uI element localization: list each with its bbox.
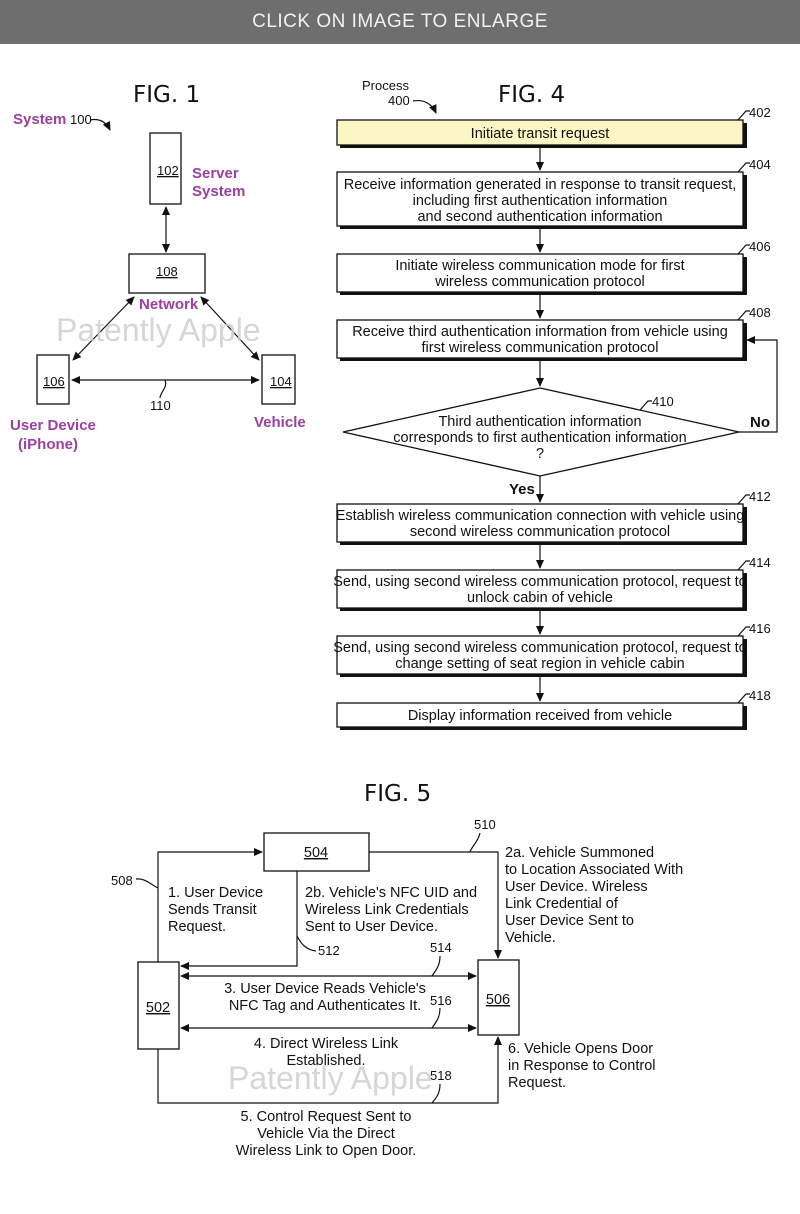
- ref-518: 518: [430, 1068, 452, 1083]
- network-label: Network: [139, 296, 199, 313]
- fig4: FIG. 4 Process 400 Initiate transit requ…: [333, 78, 778, 730]
- decision-line-1: Third authentication information: [438, 414, 641, 430]
- step2a-line-3: User Device. Wireless: [505, 879, 648, 895]
- step2b-line-3: Sent to User Device.: [305, 919, 438, 935]
- step-404-line-1: Receive information generated in respons…: [344, 177, 737, 193]
- step2a-line-4: Link Credential of: [505, 896, 619, 912]
- step-406-ref: 406: [749, 239, 771, 254]
- step-408-ref: 408: [749, 305, 771, 320]
- fig5: FIG. 5 504 502 506 508 510 512 514 516 5: [111, 781, 683, 1159]
- step2a-line-6: Vehicle.: [505, 930, 556, 946]
- link-ref: 110: [150, 398, 171, 413]
- step-404-line-2: including first authentication informati…: [413, 193, 668, 209]
- node-502-ref: 502: [146, 1000, 170, 1016]
- decision-line-3: ?: [536, 446, 544, 462]
- vehicle-ref: 104: [270, 374, 292, 389]
- step-418-text: Display information received from vehicl…: [408, 708, 672, 724]
- step-406-line-2: wireless communication protocol: [434, 274, 645, 290]
- node-506: [477, 959, 520, 1036]
- user-label-2: (iPhone): [18, 436, 78, 453]
- step-412-line-1: Establish wireless communication connect…: [336, 508, 745, 524]
- step6-line-3: Request.: [508, 1075, 566, 1091]
- vehicle-node: [261, 354, 296, 405]
- fig4-title: FIG. 4: [498, 82, 565, 108]
- server-node: [149, 132, 182, 205]
- ref-516: 516: [430, 993, 452, 1008]
- network-ref: 108: [156, 264, 178, 279]
- step-412-box: [336, 503, 744, 543]
- step-416-line-2: change setting of seat region in vehicle…: [395, 656, 684, 672]
- step-418-ref: 418: [749, 688, 771, 703]
- step-418-box: [336, 702, 744, 728]
- ref-510: 510: [474, 817, 496, 832]
- step2a-line-1: 2a. Vehicle Summoned: [505, 845, 654, 861]
- step-404-box: [336, 171, 744, 227]
- watermark-1: Patently Apple: [56, 312, 261, 348]
- step5-line-3: Wireless Link to Open Door.: [236, 1143, 417, 1159]
- step1-line-1: 1. User Device: [168, 885, 263, 901]
- step4-line-1: 4. Direct Wireless Link: [254, 1036, 399, 1052]
- step-402-box: [336, 119, 744, 146]
- network-node: [128, 253, 206, 294]
- decision-line-2: corresponds to first authentication info…: [393, 430, 686, 446]
- step2a-line-5: User Device Sent to: [505, 913, 634, 929]
- step-406-line-1: Initiate wireless communication mode for…: [395, 258, 684, 274]
- step-408-line-1: Receive third authentication information…: [352, 324, 728, 340]
- decision-yes: Yes: [509, 481, 535, 498]
- step-414-line-2: unlock cabin of vehicle: [467, 590, 613, 606]
- step-414-ref: 414: [749, 555, 771, 570]
- server-label-1: Server: [192, 165, 239, 182]
- step3-line-2: NFC Tag and Authenticates It.: [229, 998, 421, 1014]
- step-404-ref: 404: [749, 157, 771, 172]
- step4-line-2: Established.: [287, 1053, 366, 1069]
- enlarge-banner[interactable]: CLICK ON IMAGE TO ENLARGE: [0, 0, 800, 44]
- step6-line-2: in Response to Control: [508, 1058, 656, 1074]
- step-402-ref: 402: [749, 105, 771, 120]
- system-label: System: [13, 111, 66, 128]
- step-404-line-3: and second authentication information: [417, 209, 662, 225]
- fig5-title: FIG. 5: [364, 781, 431, 807]
- server-ref: 102: [157, 163, 179, 178]
- step-416-line-1: Send, using second wireless communicatio…: [333, 640, 746, 656]
- step1-line-2: Sends Transit: [168, 902, 257, 918]
- step-402-text: Initiate transit request: [471, 126, 610, 142]
- watermark-2: Patently Apple: [228, 1060, 433, 1096]
- step5-line-2: Vehicle Via the Direct: [257, 1126, 395, 1142]
- fig1-title: FIG. 1: [133, 82, 200, 108]
- user-ref: 106: [43, 374, 65, 389]
- system-ref: 100: [70, 112, 92, 127]
- step-408-line-2: first wireless communication protocol: [422, 340, 659, 356]
- step5-line-1: 5. Control Request Sent to: [241, 1109, 412, 1125]
- step-412-ref: 412: [749, 489, 771, 504]
- step2b-line-1: 2b. Vehicle's NFC UID and: [305, 885, 477, 901]
- step-408-box: [336, 319, 744, 359]
- ref-512: 512: [318, 943, 340, 958]
- user-label-1: User Device: [10, 417, 96, 434]
- ref-508: 508: [111, 873, 133, 888]
- node-506-ref: 506: [486, 992, 510, 1008]
- process-ref: 400: [388, 93, 410, 108]
- ref-514: 514: [430, 940, 452, 955]
- step6-line-1: 6. Vehicle Opens Door: [508, 1041, 653, 1057]
- step-416-box: [336, 635, 744, 675]
- vehicle-label: Vehicle: [254, 414, 306, 431]
- process-label: Process: [362, 78, 409, 93]
- step3-line-1: 3. User Device Reads Vehicle's: [224, 981, 426, 997]
- node-504-ref: 504: [304, 845, 328, 861]
- step2b-line-2: Wireless Link Credentials: [305, 902, 469, 918]
- server-label-2: System: [192, 183, 245, 200]
- step2a-line-2: to Location Associated With: [505, 862, 683, 878]
- decision-no: No: [750, 414, 770, 431]
- step-416-ref: 416: [749, 621, 771, 636]
- user-device-node: [36, 354, 70, 405]
- step1-line-3: Request.: [168, 919, 226, 935]
- step-414-line-1: Send, using second wireless communicatio…: [333, 574, 746, 590]
- step-414-box: [336, 569, 744, 609]
- step-406-box: [336, 253, 744, 293]
- decision-ref: 410: [652, 394, 674, 409]
- fig1: FIG. 1 System 100 102 Server System 108 …: [10, 82, 306, 453]
- step-412-line-2: second wireless communication protocol: [410, 524, 670, 540]
